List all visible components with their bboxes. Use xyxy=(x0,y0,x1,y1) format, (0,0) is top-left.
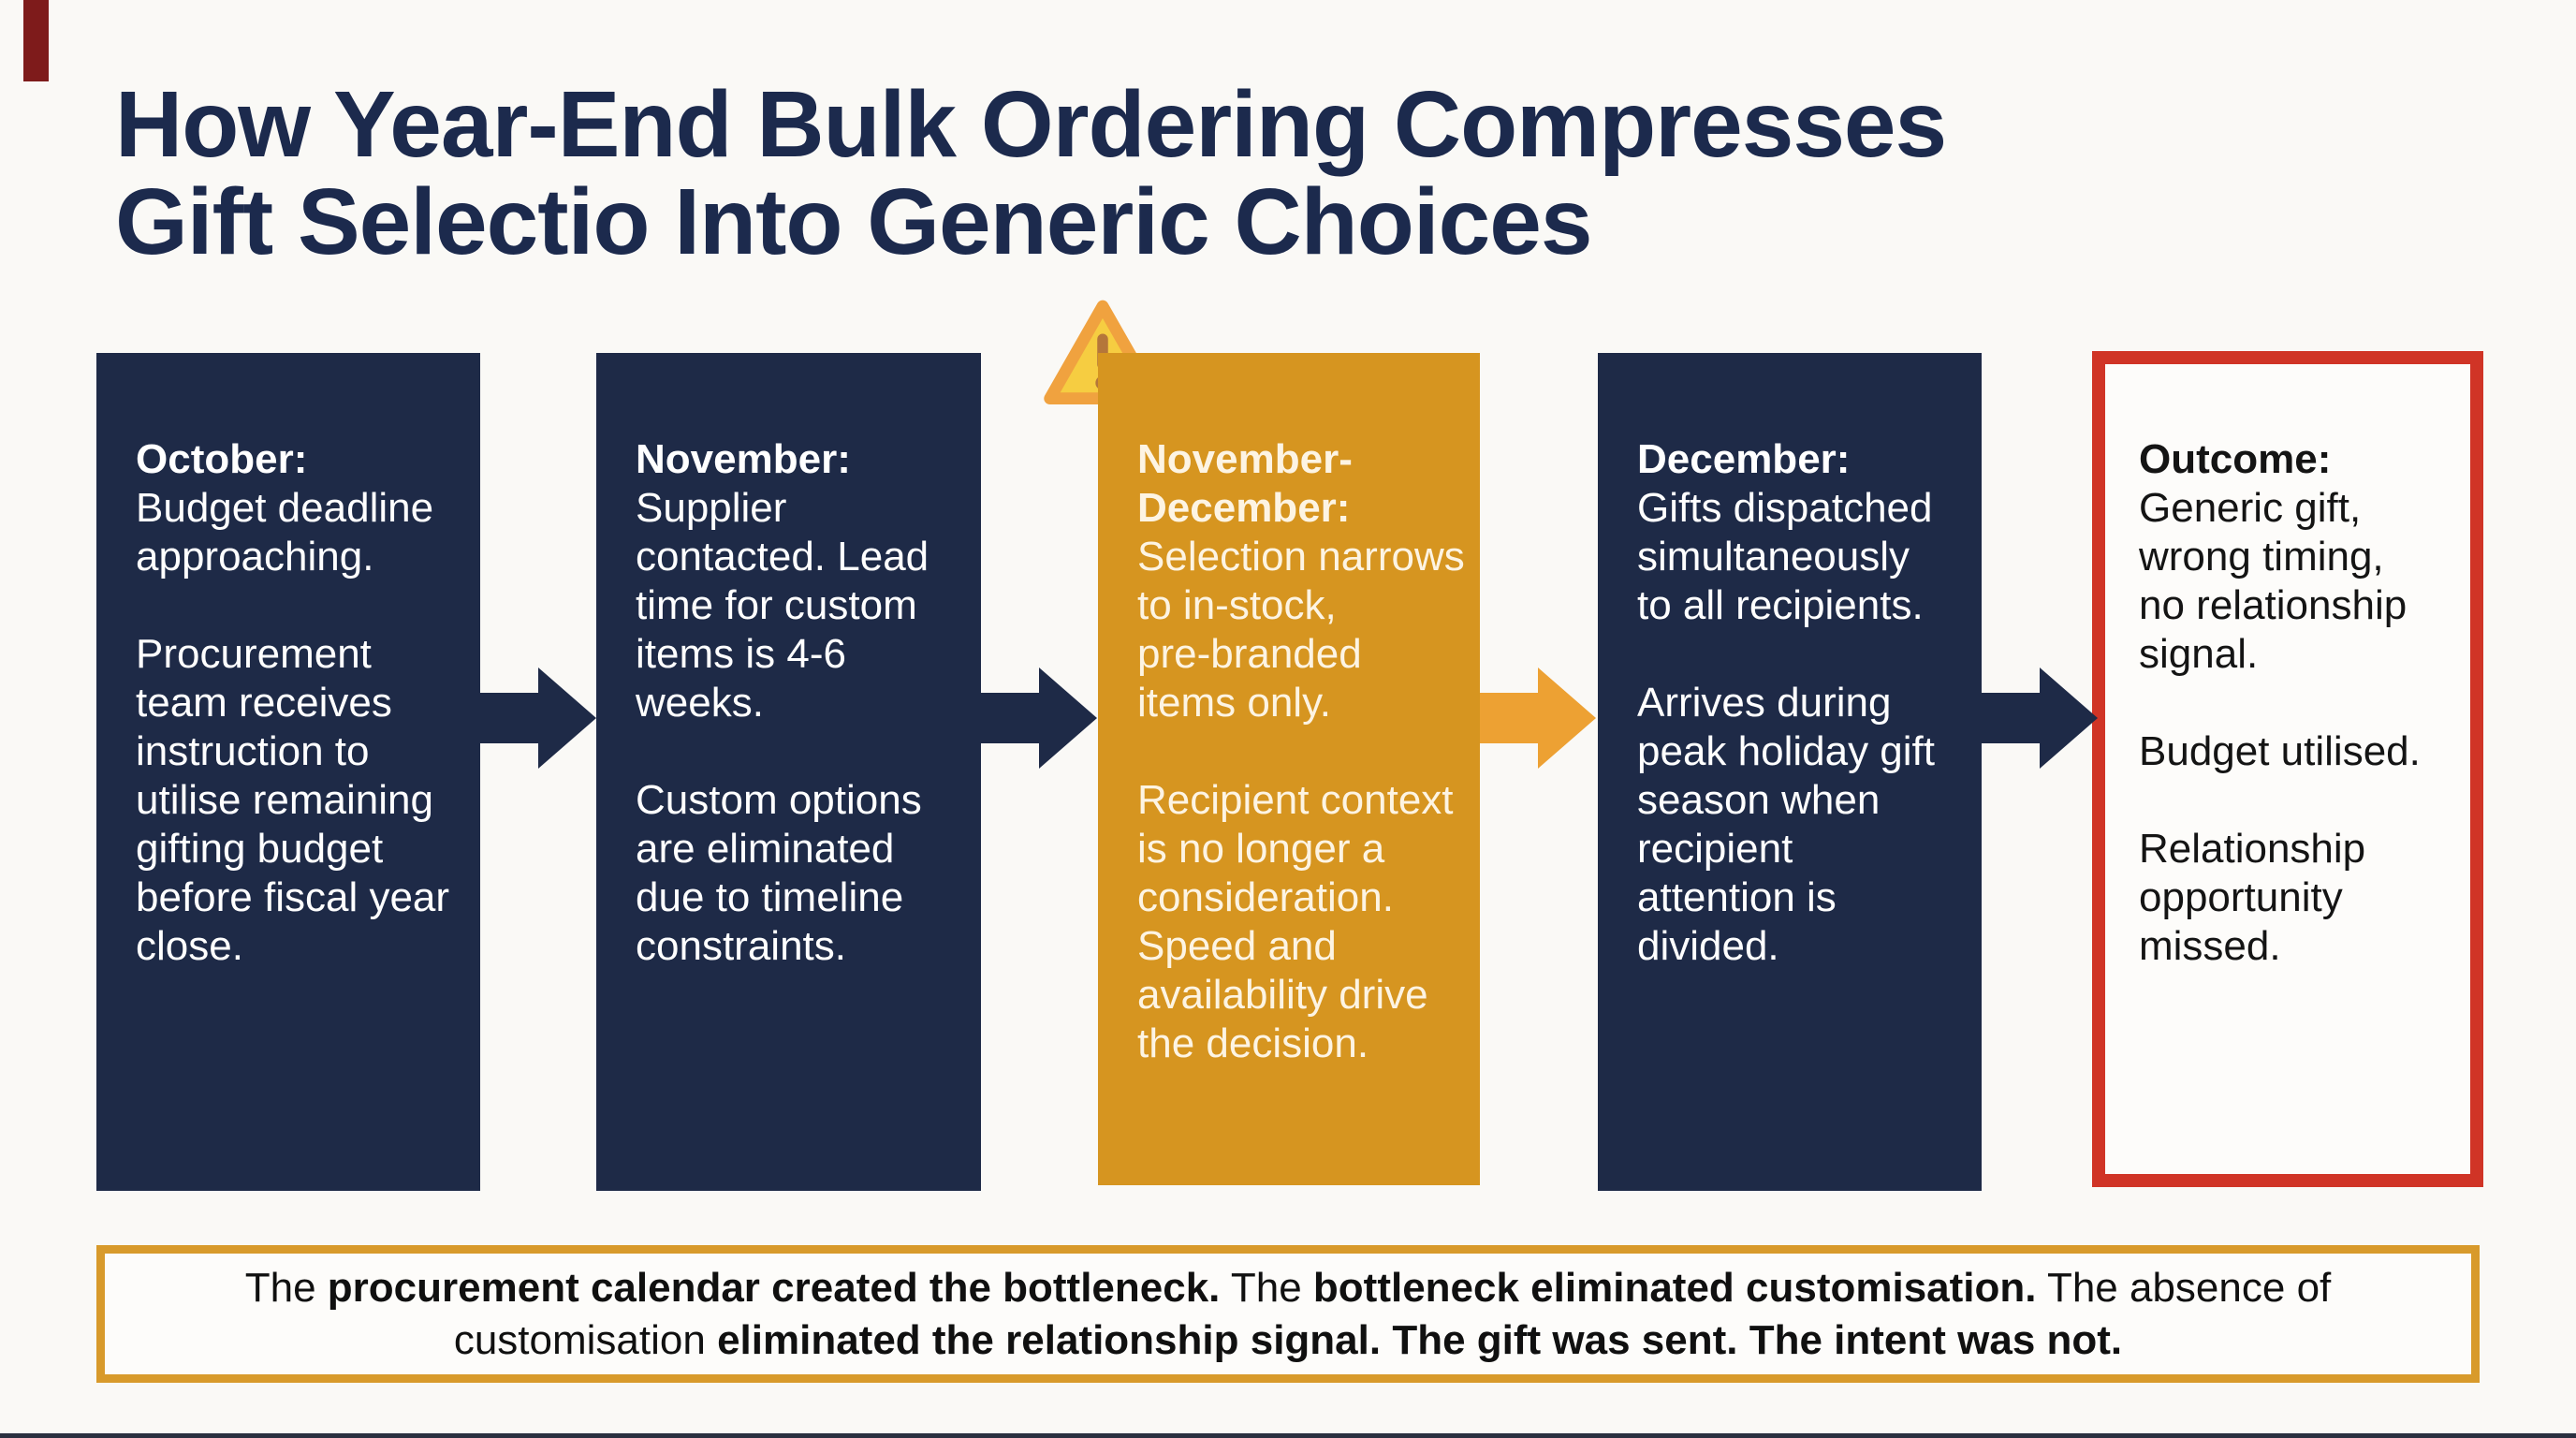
flow-box-november: November: Supplier contacted. Lead time … xyxy=(596,353,981,1191)
box-heading: Outcome: xyxy=(2139,436,2332,482)
box-body: Generic gift, wrong timing, no relations… xyxy=(2139,485,2421,969)
arrow-bar xyxy=(1982,693,2042,743)
flow-arrow-1 xyxy=(480,668,596,769)
box-body: Budget deadline approaching. Procurement… xyxy=(136,485,450,969)
arrow-bar xyxy=(981,693,1041,743)
box-body: Supplier contacted. Lead time for custom… xyxy=(636,485,929,969)
flow-arrow-2 xyxy=(981,668,1098,769)
flow-box-november-december: November- December: Selection narrows to… xyxy=(1098,353,1480,1185)
arrow-head xyxy=(1039,668,1097,769)
flow-arrow-4 xyxy=(1982,668,2098,769)
bottom-banner-text: The procurement calendar created the bot… xyxy=(244,1264,2332,1363)
bottom-edge-strip xyxy=(0,1433,2576,1438)
arrow-head xyxy=(1538,668,1596,769)
arrow-head xyxy=(2040,668,2098,769)
box-heading: October: xyxy=(136,436,308,482)
flow-box-october: October: Budget deadline approaching. Pr… xyxy=(96,353,480,1191)
flow-arrow-3 xyxy=(1480,668,1598,769)
box-heading: November: xyxy=(636,436,851,482)
arrow-bar xyxy=(480,693,540,743)
flow-box-outcome: Outcome: Generic gift, wrong timing, no … xyxy=(2092,351,2483,1187)
bottom-banner: The procurement calendar created the bot… xyxy=(96,1245,2480,1383)
arrow-head xyxy=(538,668,596,769)
box-heading: December: xyxy=(1637,436,1851,482)
box-heading: November- December: xyxy=(1137,436,1353,531)
flow-box-december: December: Gifts dispatched simultaneousl… xyxy=(1598,353,1982,1191)
arrow-bar xyxy=(1480,693,1540,743)
red-accent-bar xyxy=(23,0,49,81)
box-body: Selection narrows to in-stock, pre-brand… xyxy=(1137,534,1465,1066)
box-body: Gifts dispatched simultaneously to all r… xyxy=(1637,485,1935,969)
page-title: How Year-End Bulk Ordering Compresses Gi… xyxy=(115,72,1947,274)
